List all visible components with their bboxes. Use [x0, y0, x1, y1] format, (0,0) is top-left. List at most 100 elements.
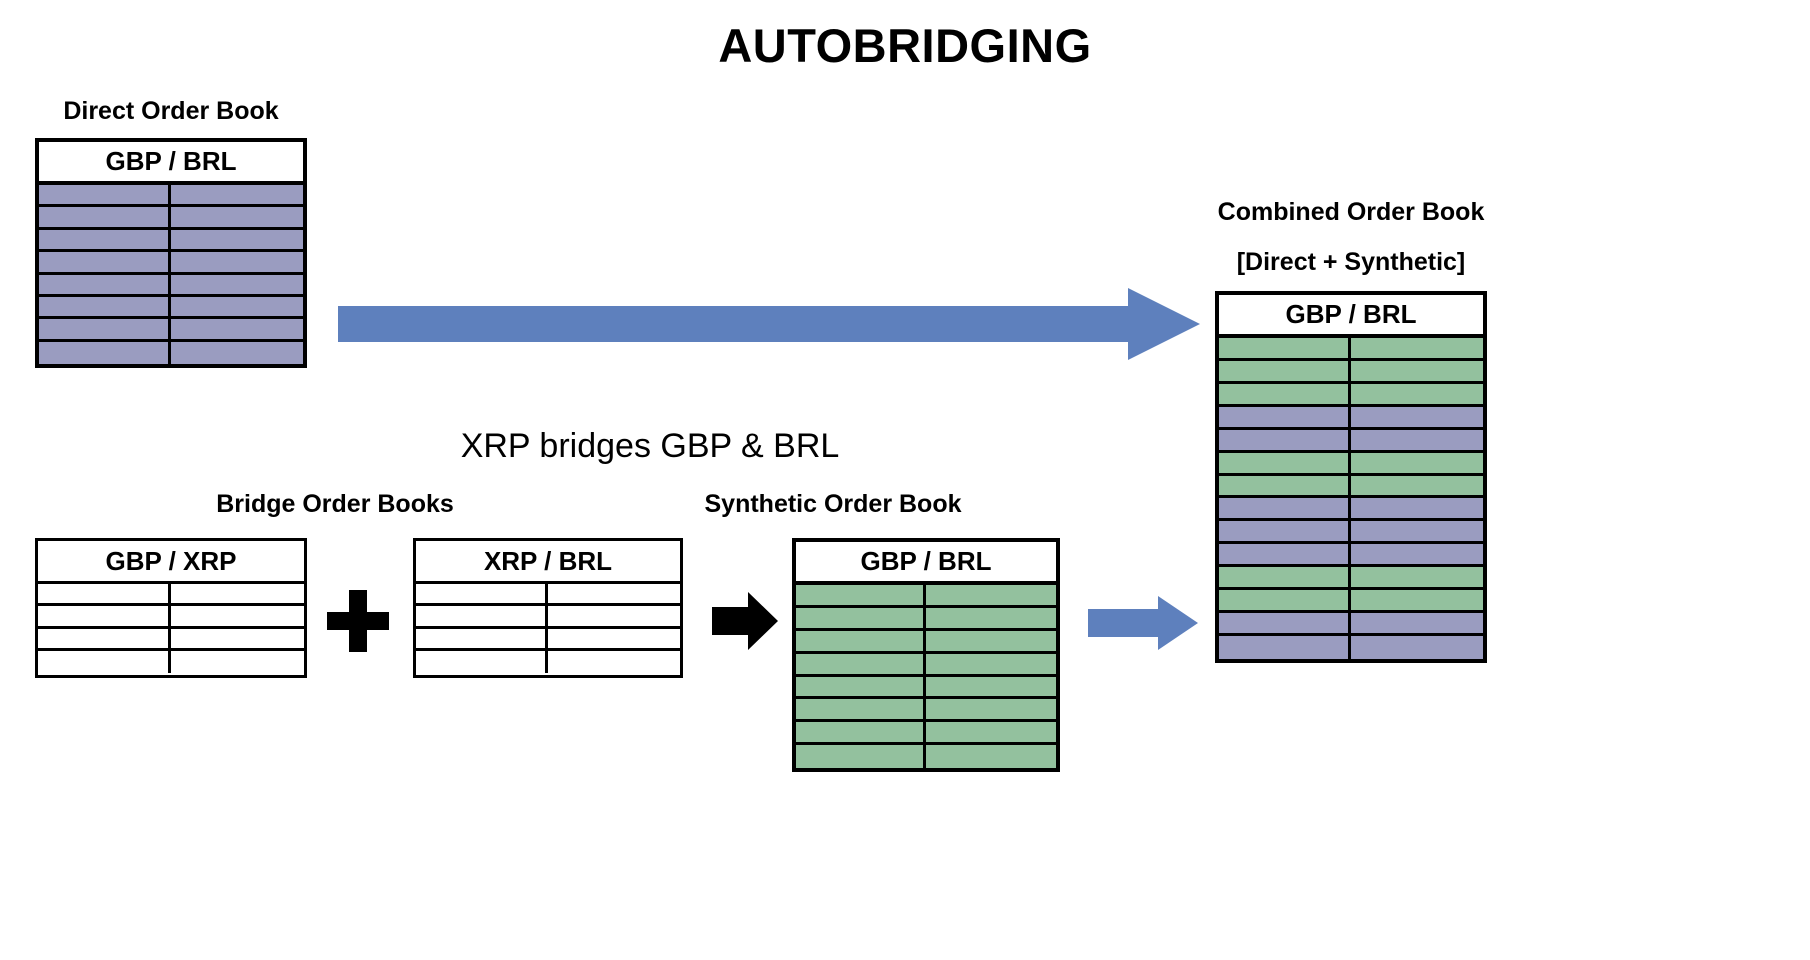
order-book-row	[1219, 429, 1483, 453]
order-book-row	[39, 207, 303, 230]
order-book-cell	[171, 207, 303, 227]
order-book-cell	[1219, 635, 1351, 659]
order-book-row	[1219, 544, 1483, 568]
order-book-row	[796, 722, 1056, 746]
order-book-row	[39, 185, 303, 208]
order-book-row	[39, 252, 303, 275]
order-book-cell	[38, 628, 171, 648]
direct-order-book-rows	[39, 185, 303, 364]
order-book-cell	[1351, 567, 1483, 588]
order-book-cell	[39, 274, 171, 294]
order-book-cell	[1351, 498, 1483, 519]
arrow-direct-to-combined	[338, 288, 1200, 360]
order-book-cell	[39, 229, 171, 250]
order-book-cell	[548, 606, 680, 626]
order-book-cell	[1219, 338, 1351, 358]
order-book-cell	[796, 585, 926, 605]
order-book-row	[416, 584, 680, 607]
order-book-row	[1219, 475, 1483, 499]
order-book-cell	[796, 653, 926, 674]
plus-glyph	[327, 590, 389, 652]
direct-order-book-label: Direct Order Book	[63, 97, 279, 125]
arrow-right-icon	[1088, 596, 1198, 650]
order-book-cell	[1351, 544, 1483, 565]
bridge-order-books-label: Bridge Order Books	[216, 490, 454, 518]
order-book-cell	[1351, 406, 1483, 427]
order-book-cell	[1351, 590, 1483, 611]
order-book-cell	[796, 745, 926, 768]
order-book-cell	[171, 628, 304, 648]
order-book-row	[796, 676, 1056, 700]
order-book-cell	[171, 584, 304, 604]
order-book-row	[796, 630, 1056, 654]
order-book-row	[1219, 383, 1483, 407]
order-book-cell	[1219, 406, 1351, 427]
order-book-cell	[1219, 452, 1351, 473]
order-book-row	[1219, 360, 1483, 384]
synthetic-order-book-table: GBP / BRL	[792, 538, 1060, 772]
order-book-cell	[39, 296, 171, 317]
order-book-cell	[39, 207, 171, 227]
order-book-cell	[796, 676, 926, 697]
order-book-row	[1219, 338, 1483, 361]
order-book-cell	[1219, 544, 1351, 565]
order-book-cell	[1219, 498, 1351, 519]
plus-icon	[327, 590, 389, 652]
bridge-order-book-gbp-xrp-header: GBP / XRP	[38, 541, 304, 584]
order-book-cell	[38, 584, 171, 604]
order-book-cell	[39, 252, 171, 272]
order-book-row	[1219, 567, 1483, 591]
order-book-cell	[1219, 567, 1351, 588]
bridge-subtitle-text: XRP bridges GBP & BRL	[460, 427, 840, 465]
order-book-cell	[1351, 338, 1483, 358]
order-book-row	[1219, 635, 1483, 659]
order-book-cell	[1219, 521, 1351, 542]
order-book-cell	[38, 606, 171, 626]
order-book-row	[39, 341, 303, 364]
combined-order-book-label-wrap: Combined Order Book [Direct + Synthetic]	[1180, 196, 1522, 280]
page-title: AUTOBRIDGING	[718, 19, 1092, 72]
arrow-synthetic-to-combined	[1088, 596, 1198, 650]
order-book-cell	[1219, 360, 1351, 381]
synthetic-order-book-label-wrap: Synthetic Order Book	[662, 488, 1004, 522]
order-book-cell	[416, 606, 548, 626]
arrow-right-icon	[338, 288, 1200, 360]
order-book-cell	[171, 650, 304, 673]
order-book-cell	[1351, 475, 1483, 496]
direct-order-book-table: GBP / BRL	[35, 138, 307, 368]
order-book-cell	[1351, 635, 1483, 659]
order-book-row	[416, 628, 680, 651]
order-book-cell	[1351, 521, 1483, 542]
order-book-row	[1219, 498, 1483, 522]
order-book-cell	[548, 584, 680, 604]
order-book-cell	[171, 185, 303, 205]
order-book-cell	[171, 274, 303, 294]
order-book-cell	[39, 319, 171, 339]
order-book-cell	[416, 584, 548, 604]
order-book-row	[39, 229, 303, 253]
order-book-row	[796, 745, 1056, 768]
order-book-row	[38, 584, 304, 607]
order-book-cell	[416, 650, 548, 673]
order-book-cell	[171, 252, 303, 272]
order-book-cell	[926, 676, 1056, 697]
order-book-cell	[1219, 590, 1351, 611]
synthetic-order-book-header: GBP / BRL	[796, 542, 1056, 585]
order-book-row	[796, 699, 1056, 723]
bridge-order-book-xrp-brl-header: XRP / BRL	[416, 541, 680, 584]
combined-order-book-rows	[1219, 338, 1483, 659]
bridge-order-book-gbp-xrp-rows	[38, 584, 304, 673]
bridge-subtitle: XRP bridges GBP & BRL	[0, 427, 1810, 465]
order-book-cell	[171, 229, 303, 250]
combined-order-book-label-line2: [Direct + Synthetic]	[1236, 247, 1466, 276]
order-book-row	[38, 628, 304, 651]
order-book-cell	[926, 722, 1056, 743]
order-book-row	[1219, 521, 1483, 545]
order-book-cell	[1219, 383, 1351, 404]
bridge-order-books-label-wrap: Bridge Order Books	[35, 488, 635, 522]
order-book-cell	[1351, 613, 1483, 633]
arrow-bridge-to-synthetic	[712, 592, 778, 650]
order-book-row	[796, 653, 1056, 677]
synthetic-order-book-label: Synthetic Order Book	[704, 490, 962, 518]
